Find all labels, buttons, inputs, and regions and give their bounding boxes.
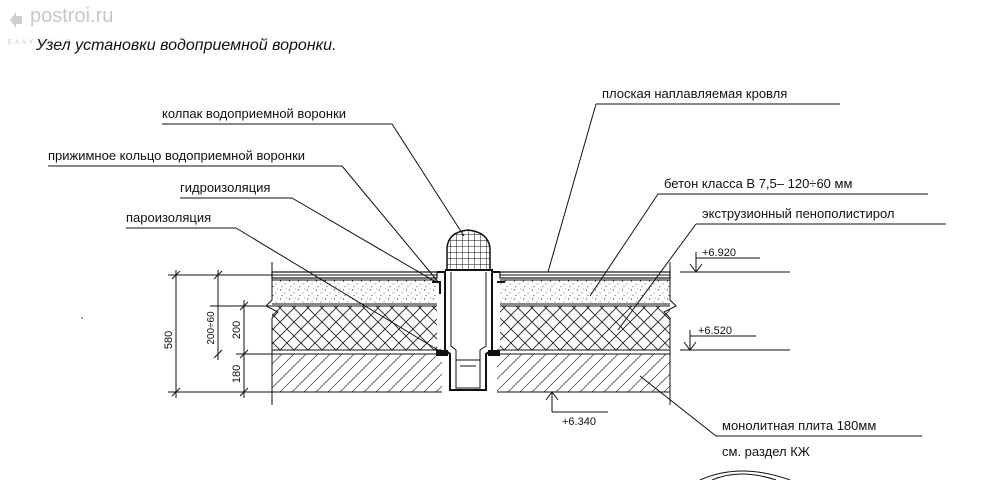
screed-left: [272, 280, 437, 304]
dim-insulation: 200: [231, 321, 243, 339]
funnel-body: [437, 271, 500, 391]
dim-total: 580: [163, 331, 175, 349]
label-slab-line2: см. раздел КЖ: [722, 444, 810, 459]
slab-right: [497, 354, 670, 392]
label-cap: колпак водоприемной воронки: [162, 106, 346, 121]
dimensions: 580 200÷60 200 180: [163, 270, 272, 398]
level-marks: +6.920 +6.520 +6.340: [540, 247, 790, 428]
drain-funnel: [432, 229, 505, 391]
xps-left: [272, 306, 437, 350]
watermark-tagline: EASY BUILD: [8, 40, 73, 46]
label-concrete: бетон класса В 7,5– 120÷60 мм: [664, 176, 852, 191]
dim-slab: 180: [231, 365, 243, 383]
level-bottom: +6.340: [562, 416, 596, 428]
level-top: +6.920: [702, 247, 736, 259]
left-section: [265, 262, 442, 405]
label-vapor-barrier: пароизоляция: [126, 210, 211, 225]
xps-right: [500, 306, 670, 350]
logo-icon: [10, 12, 22, 28]
slab-left: [272, 354, 442, 392]
right-section: [497, 262, 677, 405]
watermark-site: postroi.ru: [30, 5, 113, 27]
dim-concrete-range: 200÷60: [206, 311, 217, 345]
label-slab-line1: монолитная плита 180мм: [722, 418, 876, 433]
flange-right: [488, 350, 500, 356]
label-waterproofing: гидроизоляция: [180, 180, 270, 195]
label-ring: прижимное кольцо водоприемной воронки: [48, 148, 305, 163]
screed-right: [500, 280, 670, 304]
drain-cap: [445, 229, 493, 271]
level-mid: +6.520: [698, 325, 732, 337]
partial-detail-arc: [699, 470, 791, 480]
annotations: колпак водоприемной воронки прижимное ко…: [48, 86, 946, 459]
watermark: postroi.ru EASY BUILD: [8, 5, 113, 46]
drawing-title: Узел установки водоприемной воронки.: [35, 37, 337, 54]
label-flat-roof: плоская наплавляемая кровля: [602, 86, 787, 101]
label-xps: экструзионный пенополистирол: [702, 206, 895, 221]
pressure-ring-left: [432, 281, 441, 294]
flange-left: [436, 350, 448, 356]
